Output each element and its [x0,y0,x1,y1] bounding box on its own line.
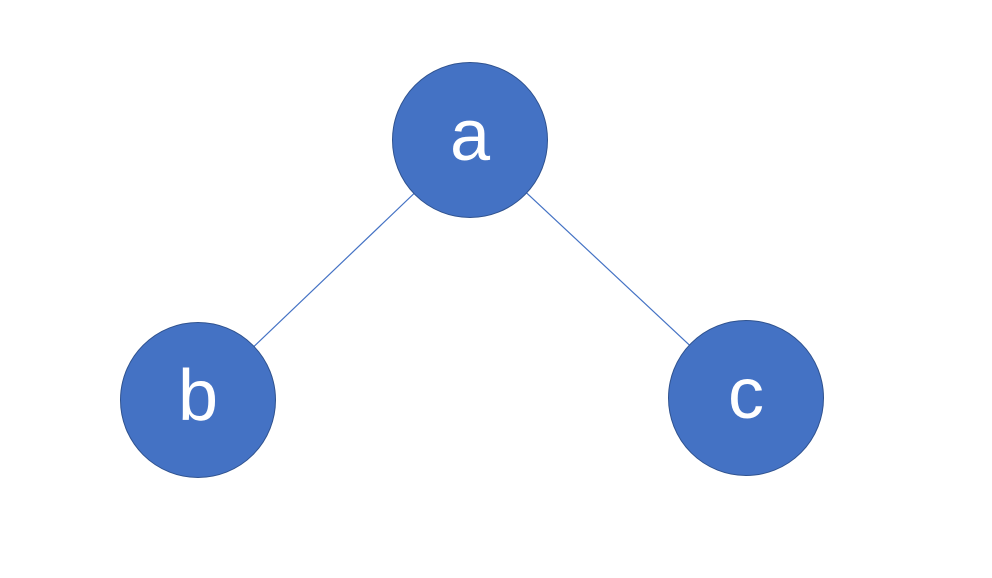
node-c-label: c [728,354,764,434]
node-c[interactable]: c [668,320,824,476]
node-b-label: b [177,356,219,436]
node-b[interactable]: b [120,322,276,478]
node-a-label: a [449,96,491,176]
node-a[interactable]: a [392,62,548,218]
